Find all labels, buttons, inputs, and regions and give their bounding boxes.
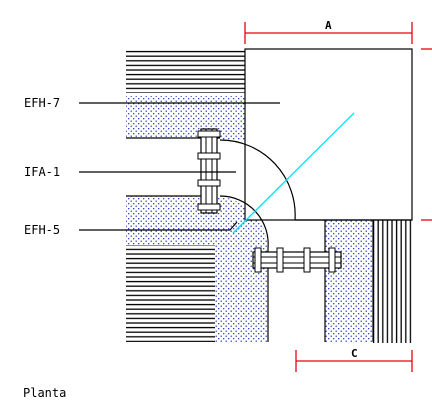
label-efh7: EFH-7 — [24, 96, 60, 110]
flange-vertical — [197, 128, 221, 214]
dimension-bottom-label: C — [351, 347, 358, 360]
plenum-box — [244, 48, 413, 221]
dimension-top-label: A — [325, 19, 332, 32]
hatch-top-left — [126, 49, 245, 93]
label-efh5: EFH-5 — [24, 223, 60, 237]
leader-efh5 — [79, 221, 238, 231]
caption-label: Planta — [23, 386, 66, 400]
insulation-bottom — [126, 196, 268, 342]
flange-horizontal — [252, 247, 342, 273]
hatch-bottom-left — [126, 245, 215, 342]
dimension-top — [244, 22, 432, 221]
dimension-bottom — [295, 350, 413, 372]
hatch-right — [373, 220, 412, 343]
elbow-outer — [219, 139, 296, 221]
insulation-bottom-right — [325, 220, 373, 342]
diagonal-line — [232, 112, 355, 234]
label-ifa1: IFA-1 — [24, 165, 60, 179]
duct-interior — [220, 140, 245, 196]
